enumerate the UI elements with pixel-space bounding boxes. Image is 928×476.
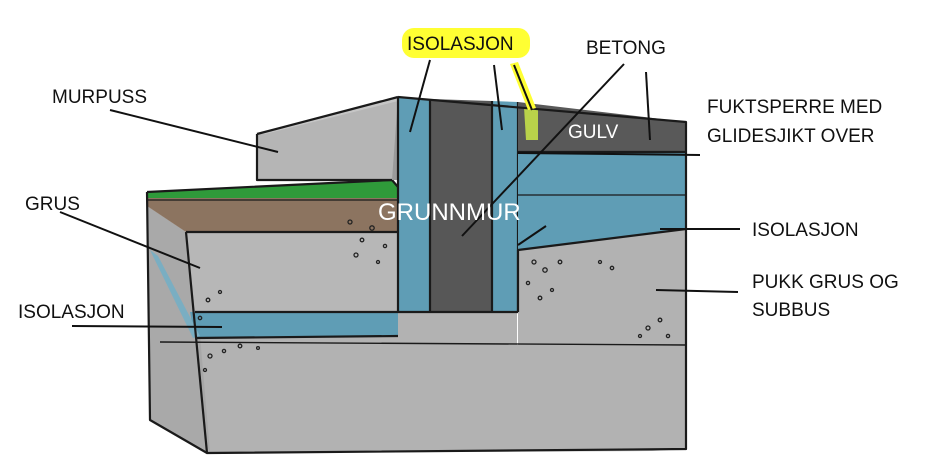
leader-murpuss bbox=[109, 109, 279, 153]
outlines bbox=[145, 95, 688, 455]
label-highlight bbox=[402, 28, 530, 58]
label-grunnmur: GRUNNMUR bbox=[378, 199, 521, 226]
isolasjon-left-strip bbox=[190, 312, 398, 338]
pukk-region bbox=[518, 229, 686, 345]
label-grus: GRUS bbox=[25, 194, 80, 215]
leader-isolasjon-top-right bbox=[513, 64, 533, 111]
leader-isolasjon-top-left bbox=[409, 59, 431, 133]
leader-lines bbox=[59, 59, 740, 328]
inside-region bbox=[518, 102, 686, 345]
label-fuktsperre-line2: GLIDESJIKT OVER bbox=[707, 126, 875, 147]
leader-pukk bbox=[655, 289, 739, 293]
label-isolasjon-top: ISOLASJON bbox=[407, 34, 514, 55]
leader-gulv bbox=[645, 71, 651, 141]
leader-fuktsperre bbox=[517, 152, 701, 156]
leader-betong bbox=[461, 63, 625, 237]
insulation-inner bbox=[492, 101, 518, 312]
highlighted-insulation-strip bbox=[524, 107, 538, 140]
label-pukk-line2: SUBBUS bbox=[752, 300, 830, 321]
label-murpuss: MURPUSS bbox=[52, 87, 147, 108]
murpuss-wall bbox=[257, 97, 410, 180]
soil-layer bbox=[147, 198, 398, 232]
label-gulv: GULV bbox=[568, 122, 619, 143]
isolasjon-right-band bbox=[518, 152, 686, 250]
grunnmur-wall bbox=[398, 97, 520, 312]
leader-isolasjon-left bbox=[71, 325, 223, 328]
grus-region bbox=[150, 232, 398, 338]
label-pukk-line1: PUKK GRUS OG bbox=[752, 272, 899, 293]
label-isolasjon-left: ISOLASJON bbox=[18, 302, 125, 323]
leader-grus bbox=[59, 211, 201, 269]
leader-grunnmur bbox=[517, 225, 547, 246]
leader-isolasjon-top-mid bbox=[493, 64, 503, 131]
labels: ISOLASJON BETONG MURPUSS FUKTSPERRE MED … bbox=[18, 34, 899, 323]
label-betong: BETONG bbox=[586, 38, 666, 59]
grass-top bbox=[146, 178, 399, 232]
concrete-core bbox=[430, 99, 492, 312]
gulv-slab bbox=[518, 102, 686, 152]
label-fuktsperre-line1: FUKTSPERRE MED bbox=[707, 97, 882, 118]
label-isolasjon-right: ISOLASJON bbox=[752, 220, 859, 241]
gravel-speckles bbox=[197, 219, 671, 373]
insulation-outer bbox=[398, 97, 430, 312]
